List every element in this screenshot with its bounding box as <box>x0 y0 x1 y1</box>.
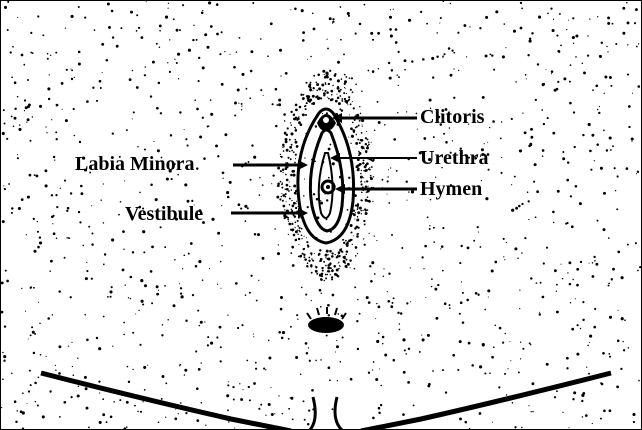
label-hymen: Hymen <box>420 179 482 199</box>
clitoris-glans <box>323 117 329 123</box>
vaginal-opening <box>326 185 330 189</box>
label-urethra: Urethra <box>420 148 489 168</box>
cleft-contour <box>309 397 343 429</box>
right-thigh-contour <box>361 373 611 429</box>
left-thigh-contour <box>41 373 291 429</box>
label-vestibule: Vestibule <box>125 204 203 224</box>
label-labia-minora: Labia Minora <box>75 154 194 174</box>
label-clitoris: Clitoris <box>420 107 484 127</box>
anus-mark <box>308 317 344 333</box>
